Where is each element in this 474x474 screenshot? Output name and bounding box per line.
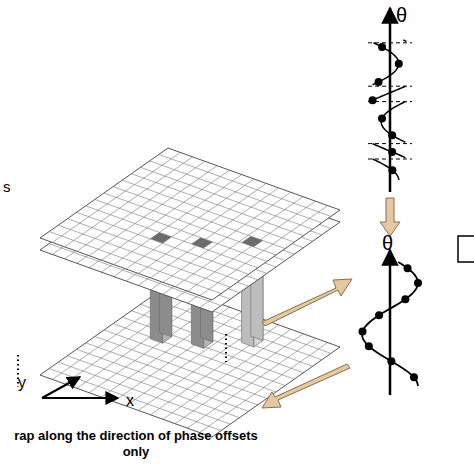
plane-outline: [40, 148, 340, 300]
wrapped-curve: [403, 40, 406, 41]
sample-dot: [387, 357, 395, 365]
theta-axis: [389, 8, 392, 192]
grid-line: [175, 197, 303, 287]
block-arrow: [262, 364, 350, 408]
grid-line: [159, 154, 331, 216]
grid-line: [163, 192, 291, 282]
grid-line: [131, 174, 303, 236]
grid-line: [126, 179, 254, 269]
ellipsis-dots: [225, 334, 227, 362]
wrapped-curve: [372, 144, 405, 158]
sample-dot: [388, 131, 396, 139]
grid-line: [200, 343, 328, 433]
grid-line: [141, 167, 313, 229]
sample-dot: [388, 148, 396, 156]
axis-label: x: [126, 392, 134, 410]
sample-dot: [414, 279, 422, 287]
grid-line: [126, 316, 254, 406]
sample-dot: [401, 295, 409, 303]
grid-line: [187, 338, 315, 428]
grid-line: [113, 187, 285, 249]
sample-dot: [375, 311, 383, 319]
grid-line: [150, 161, 322, 223]
x-axis-arrow: [42, 397, 118, 399]
dark-cell: [150, 232, 171, 243]
sample-dot: [365, 342, 373, 350]
grid-line: [122, 180, 294, 242]
wrapped-curve: [381, 102, 405, 143]
phase-curves: [359, 8, 422, 395]
axis-label: y: [18, 374, 26, 392]
theta-label: θ: [396, 4, 407, 27]
sample-dot: [369, 96, 377, 104]
theta-label: θ: [382, 232, 393, 255]
caption-note: rap along the direction of phase offsets…: [2, 428, 270, 461]
sample-dot: [395, 60, 403, 68]
sample-dot: [388, 166, 396, 174]
sample-dot: [378, 114, 386, 122]
sample-dot: [404, 264, 412, 272]
block-arrow: [380, 198, 400, 236]
y-axis-arrow: [42, 377, 80, 398]
grid-plane: [40, 148, 340, 300]
sample-dot: [375, 78, 383, 86]
sample-dot: [359, 327, 367, 335]
grid-line: [200, 206, 328, 296]
wrapped-curve: [373, 86, 406, 100]
sample-dot: [410, 373, 418, 381]
grid-line: [187, 201, 315, 291]
block-arrow: [262, 279, 352, 326]
grid-line: [175, 334, 303, 424]
cut-label: s: [3, 178, 11, 195]
unwrapped-curve: [362, 262, 418, 386]
wrapped-curve: [372, 159, 398, 180]
grid-planes: [40, 148, 340, 437]
grid-line: [151, 188, 279, 278]
grid-line: [138, 183, 266, 273]
side-box: [458, 236, 474, 262]
sample-dot: [378, 43, 386, 51]
theta-axis: [389, 250, 392, 395]
